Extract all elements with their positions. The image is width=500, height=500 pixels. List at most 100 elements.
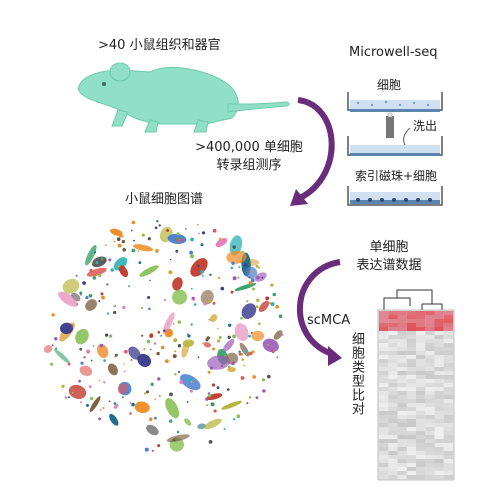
cell-cluster <box>215 237 228 248</box>
cell-point <box>190 380 193 383</box>
heatmap-cell <box>425 411 435 415</box>
microwell-panel-cells <box>347 92 443 112</box>
heatmap-cell <box>379 419 389 423</box>
cell-point <box>86 349 91 354</box>
heatmap-cell <box>434 419 444 423</box>
heatmap-cell <box>434 391 444 395</box>
cell-point <box>157 331 161 334</box>
cell-point <box>50 362 54 366</box>
cell-point <box>83 356 86 359</box>
cell-point <box>228 323 232 327</box>
heatmap-cell <box>425 319 435 323</box>
heatmap-cell <box>397 383 407 387</box>
heatmap-cell <box>425 343 435 347</box>
heatmap-cell <box>388 311 398 315</box>
heatmap-cell <box>425 455 435 459</box>
cell-point <box>157 444 161 448</box>
cell-point <box>200 269 205 274</box>
heatmap-cell <box>434 411 444 415</box>
heatmap-cell <box>434 423 444 427</box>
heatmap-cell <box>416 431 426 435</box>
heatmap-cell <box>397 399 407 403</box>
cell-point <box>156 351 160 356</box>
cell-point <box>257 266 260 269</box>
heatmap-cell <box>406 371 417 375</box>
cell-point <box>269 302 271 305</box>
heatmap-cell <box>434 439 444 443</box>
cell-cluster <box>180 374 201 391</box>
heatmap-cell <box>379 323 389 327</box>
heatmap-cell <box>443 407 454 411</box>
cell-point <box>177 344 182 348</box>
heatmap-cell <box>425 471 435 475</box>
cell-point <box>267 374 271 379</box>
heatmap-cell <box>388 463 398 467</box>
heatmap-cell <box>425 451 435 455</box>
cell-point <box>173 338 178 343</box>
cell-point <box>220 364 224 368</box>
cell-cluster <box>241 303 257 319</box>
cell-point <box>156 220 159 223</box>
heatmap-cell <box>434 431 444 435</box>
cell-cluster <box>118 265 129 278</box>
heatmap-cell <box>443 355 454 359</box>
cell-point <box>218 336 222 339</box>
cell-point <box>230 266 234 270</box>
heatmap-cell <box>406 387 417 391</box>
heatmap-cell <box>416 471 426 475</box>
cell-point <box>201 231 206 235</box>
heatmap-cell <box>397 387 407 391</box>
cell-cluster <box>210 314 218 323</box>
heatmap-cell <box>425 427 435 431</box>
heatmap-cell <box>379 463 389 467</box>
heatmap-cell <box>379 407 389 411</box>
cell-point <box>157 377 161 381</box>
cell-point <box>167 322 169 325</box>
cell-point <box>248 334 252 338</box>
cell-point <box>92 276 97 280</box>
cell-point <box>143 348 146 351</box>
cell-cluster <box>43 345 53 353</box>
heatmap-cell <box>397 467 407 471</box>
cell-point <box>153 342 157 345</box>
heatmap-cell <box>416 419 426 423</box>
cell-point <box>173 439 176 442</box>
heatmap-cell <box>397 347 407 351</box>
heatmap-cell <box>379 327 389 331</box>
cell-point <box>70 324 73 327</box>
heatmap-cell <box>434 371 444 375</box>
cell-point <box>197 356 200 359</box>
cell-point <box>232 245 236 249</box>
cell-point <box>113 405 118 409</box>
heatmap-cell <box>379 367 389 371</box>
cell-point <box>108 400 111 403</box>
heatmap-cell <box>406 431 417 435</box>
heatmap-cell <box>425 323 435 327</box>
cell-point <box>64 396 67 399</box>
heatmap-cell <box>443 335 454 339</box>
cell-point <box>90 359 93 362</box>
heatmap-cell <box>388 419 398 423</box>
heatmap-cell <box>379 451 389 455</box>
heatmap-cell <box>379 339 389 343</box>
cell-point <box>98 417 101 421</box>
heatmap-cell <box>388 423 398 427</box>
cell-cluster <box>251 330 265 342</box>
cell-cluster <box>234 323 249 341</box>
cell-point <box>270 283 274 287</box>
heatmap-cell <box>388 435 398 439</box>
cell-cluster <box>137 353 152 367</box>
cell-point <box>256 298 260 302</box>
heatmap-cell <box>406 411 417 415</box>
heatmap-cell <box>388 367 398 371</box>
cell-cluster <box>184 418 192 426</box>
cell-point <box>95 261 99 265</box>
cell-point <box>190 287 193 290</box>
heatmap-cell <box>443 331 454 335</box>
heatmap-cell <box>406 435 417 439</box>
heatmap-cell <box>397 379 407 383</box>
cell-point <box>140 306 143 309</box>
heatmap-cell <box>406 367 417 371</box>
cell-point <box>237 276 240 279</box>
